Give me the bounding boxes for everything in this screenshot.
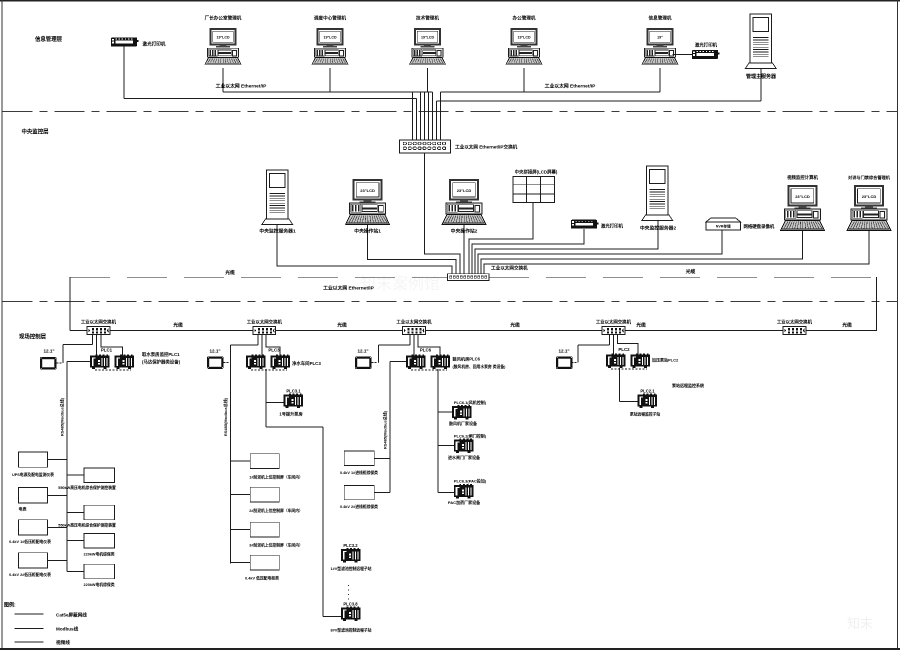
svg-text:(马达保护器类设备): (马达保护器类设备) <box>142 359 181 366</box>
svg-text:19": 19" <box>657 36 663 40</box>
svg-text:工业以太网交换机: 工业以太网交换机 <box>596 319 632 326</box>
svg-text:取水泵房监控PLC1: 取水泵房监控PLC1 <box>142 351 180 358</box>
svg-text:鼓风机房PLC6: 鼓风机房PLC6 <box>453 356 481 363</box>
svg-text:中央操作站1: 中央操作站1 <box>354 227 381 234</box>
svg-text:1号提升泵房: 1号提升泵房 <box>279 411 302 418</box>
svg-text:PLC3.1: PLC3.1 <box>286 389 301 394</box>
svg-text:UPS电源及配电监测仪表: UPS电源及配电监测仪表 <box>12 472 54 477</box>
svg-text:中央监控层: 中央监控层 <box>22 128 50 136</box>
svg-text:工业以太网交换机: 工业以太网交换机 <box>491 264 528 271</box>
svg-text:知末: 知末 <box>847 616 873 631</box>
svg-text:1#刮泥机上位控制屏（车间内）: 1#刮泥机上位控制屏（车间内） <box>249 475 303 480</box>
svg-text:对讲与门禁综合管理机: 对讲与门禁综合管理机 <box>848 174 891 181</box>
svg-text:光缆: 光缆 <box>336 322 347 329</box>
svg-text:19"LCD: 19"LCD <box>421 36 434 40</box>
svg-text:23"LCD: 23"LCD <box>795 194 810 199</box>
svg-text:3#刮泥机上位控制屏（车间内）: 3#刮泥机上位控制屏（车间内） <box>249 543 303 548</box>
svg-text:Cat5e屏蔽网线: Cat5e屏蔽网线 <box>56 611 87 618</box>
svg-text:220kW电机综保类: 220kW电机综保类 <box>83 552 114 557</box>
svg-text:技术管理机: 技术管理机 <box>416 15 439 22</box>
svg-text:办公管理机: 办公管理机 <box>513 15 536 22</box>
svg-text:信息管理层: 信息管理层 <box>35 35 63 43</box>
svg-text:工业以太网 Ethernet/IP: 工业以太网 Ethernet/IP <box>216 83 267 90</box>
svg-text:工业以太网交换机: 工业以太网交换机 <box>396 319 432 326</box>
svg-text:光缆: 光缆 <box>685 268 696 275</box>
svg-text:工业以太网 Ethernet/IP: 工业以太网 Ethernet/IP <box>545 83 596 90</box>
svg-text:19"LCD: 19"LCD <box>216 36 229 40</box>
svg-text:光缆: 光缆 <box>635 322 646 329</box>
svg-text:1#V型滤池控制远程子站: 1#V型滤池控制远程子站 <box>331 566 372 571</box>
svg-text:净水车间PLC3: 净水车间PLC3 <box>292 360 321 367</box>
svg-text:12.1": 12.1" <box>209 348 220 353</box>
svg-text:550kW高压电机综合保护测控装置: 550kW高压电机综合保护测控装置 <box>58 522 116 527</box>
svg-text:泵站远程监控系统: 泵站远程监控系统 <box>671 382 704 388</box>
svg-text:激光打印机: 激光打印机 <box>695 42 718 49</box>
svg-text:调度中心管理机: 调度中心管理机 <box>314 15 347 22</box>
svg-text:NVR存储: NVR存储 <box>716 224 731 229</box>
svg-text:8#V型滤池控制远程子站: 8#V型滤池控制远程子站 <box>331 628 372 633</box>
svg-text:RS485(Modbus总线): RS485(Modbus总线) <box>382 410 388 449</box>
svg-text:工业以太网 Ethernet/IP交换机: 工业以太网 Ethernet/IP交换机 <box>455 143 518 150</box>
svg-text:激光打印机: 激光打印机 <box>143 41 166 48</box>
svg-text:0.4kV 1#进线柜综保类: 0.4kV 1#进线柜综保类 <box>340 470 378 475</box>
svg-text:2#刮泥机上位控制屏（车间内）: 2#刮泥机上位控制屏（车间内） <box>249 508 303 513</box>
svg-text:19"LCD: 19"LCD <box>517 36 530 40</box>
svg-text:0.4kV 低压配电柜类: 0.4kV 低压配电柜类 <box>245 576 279 581</box>
svg-text:视频线: 视频线 <box>56 639 70 646</box>
svg-text:RS485(Modbus总线): RS485(Modbus总线) <box>222 397 228 436</box>
svg-text:知末案例馆: 知末案例馆 <box>360 275 440 293</box>
svg-text:光缆: 光缆 <box>224 269 235 276</box>
svg-text:现场控制层: 现场控制层 <box>19 333 47 341</box>
svg-text:工业以太网交换机: 工业以太网交换机 <box>81 319 117 326</box>
svg-text:12.1": 12.1" <box>357 348 368 353</box>
svg-text:工业以太网交换机: 工业以太网交换机 <box>247 319 283 326</box>
svg-text:工业以太网交换机: 工业以太网交换机 <box>777 319 813 326</box>
svg-text:23"LCD: 23"LCD <box>360 188 375 193</box>
svg-text:中央监控服务器1: 中央监控服务器1 <box>259 228 296 235</box>
svg-text:19"LCD: 19"LCD <box>323 36 336 40</box>
svg-text:RS485(Modbus总线): RS485(Modbus总线) <box>59 397 65 436</box>
svg-text:0.4kV 2#进线柜综保类: 0.4kV 2#进线柜综保类 <box>340 504 378 509</box>
svg-text:PLC6: PLC6 <box>420 348 432 353</box>
svg-text:管理主服务器: 管理主服务器 <box>746 73 777 80</box>
svg-text:23"LCD: 23"LCD <box>862 194 877 199</box>
svg-text:光缆: 光缆 <box>509 322 520 329</box>
svg-text:加压泵站PLC2: 加压泵站PLC2 <box>651 357 679 363</box>
svg-text:进水闸门厂家设备: 进水闸门厂家设备 <box>448 454 481 460</box>
svg-text:信息管理机: 信息管理机 <box>649 15 672 22</box>
svg-text:Modbus线: Modbus线 <box>56 626 79 633</box>
svg-text:PLC2: PLC2 <box>618 347 630 352</box>
svg-text:12.1": 12.1" <box>43 348 54 353</box>
svg-text:PLC6.1(风机控制): PLC6.1(风机控制) <box>454 399 487 405</box>
svg-text:激光打印机: 激光打印机 <box>601 223 624 230</box>
svg-text:(鼓风机房、回用水泵房 类设备): (鼓风机房、回用水泵房 类设备) <box>453 364 507 369</box>
svg-text:电表: 电表 <box>19 506 27 512</box>
svg-text:PLC2.1: PLC2.1 <box>640 389 655 394</box>
svg-text:中央拼接屏(LCD屏幕): 中央拼接屏(LCD屏幕) <box>515 169 558 176</box>
svg-text:PLC6.2(闸门控制): PLC6.2(闸门控制) <box>454 433 487 439</box>
svg-text:220kW电机综保类: 220kW电机综保类 <box>83 582 114 587</box>
svg-text:PLC3: PLC3 <box>268 348 280 353</box>
svg-text:厂长办公室管理机: 厂长办公室管理机 <box>205 15 242 22</box>
svg-text:泵站远程监控子站: 泵站远程监控子站 <box>629 412 661 417</box>
svg-text:中央监控服务器2: 中央监控服务器2 <box>640 225 677 232</box>
svg-text:网络硬盘录像机: 网络硬盘录像机 <box>744 223 775 230</box>
svg-text:PAC加药厂家设备: PAC加药厂家设备 <box>448 499 481 505</box>
svg-text:23"LCD: 23"LCD <box>457 188 472 193</box>
svg-text:550kW高压电机综合保护测控装置: 550kW高压电机综合保护测控装置 <box>58 485 116 490</box>
svg-text:光缆: 光缆 <box>841 322 852 329</box>
svg-text:PLC6.3(PAC投加): PLC6.3(PAC投加) <box>454 478 487 484</box>
svg-text:视频监控计算机: 视频监控计算机 <box>787 174 818 181</box>
svg-text:鼓风机厂家设备: 鼓风机厂家设备 <box>449 420 478 426</box>
svg-text:PLC3.2: PLC3.2 <box>343 543 358 548</box>
svg-text:12.1": 12.1" <box>558 348 569 353</box>
svg-text:中央操作站2: 中央操作站2 <box>451 227 478 234</box>
svg-text:0.4kV 1#低压柜配电仪表: 0.4kV 1#低压柜配电仪表 <box>9 539 51 544</box>
svg-text:PLC3.8: PLC3.8 <box>343 602 358 607</box>
svg-text:光缆: 光缆 <box>172 322 183 329</box>
svg-text:工业以太网 Ethernet/IP: 工业以太网 Ethernet/IP <box>323 285 374 292</box>
svg-text:图例:: 图例: <box>4 602 16 609</box>
svg-text:PLC1: PLC1 <box>101 348 113 353</box>
svg-text:0.4kV 2#低压柜配电仪表: 0.4kV 2#低压柜配电仪表 <box>9 572 51 577</box>
